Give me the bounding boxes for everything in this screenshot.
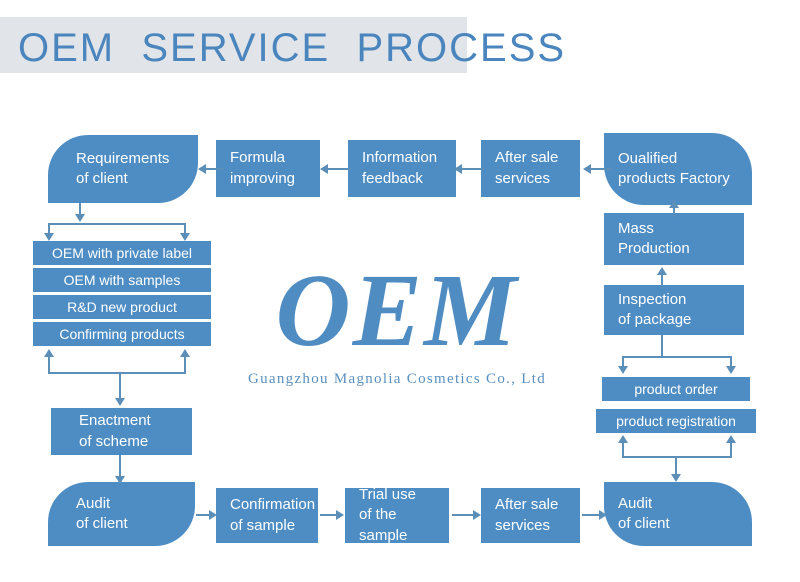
node-requirements-of-client[interactable]: Requirements of client <box>48 135 198 203</box>
connector-left-fork-right-stem <box>184 223 186 235</box>
connector-factory-to-aftersale-arrow <box>583 164 591 174</box>
connector-registration-merge-right-arrow <box>726 435 736 443</box>
node-audit-of-client-right[interactable]: Audit of client <box>604 482 752 546</box>
connector-registration-merge-left-arrow <box>618 435 628 443</box>
connector-aftersale-to-auditright-arrow <box>599 510 607 520</box>
title-background-band <box>0 17 467 73</box>
connector-left-merge-right-arrow <box>180 349 190 357</box>
node-trial-use-of-the-sample[interactable]: Trial use of the sample <box>345 486 449 544</box>
connector-mass-to-factory-stem <box>673 208 675 217</box>
connector-registration-merge-right-stem <box>730 443 732 457</box>
connector-left-merge-left-arrow <box>44 349 54 357</box>
connector-aftersale-to-information-line <box>459 168 484 170</box>
connector-order-fork-left-arrow <box>618 366 628 374</box>
node-audit-of-client-left[interactable]: Audit of client <box>48 482 195 546</box>
connector-mass-to-factory-arrow <box>669 200 679 208</box>
node-after-sale-services-bottom[interactable]: After sale services <box>481 488 580 543</box>
connector-merge-to-auditright-arrow <box>671 474 681 482</box>
connector-left-fork-right-arrow <box>180 233 190 241</box>
connector-left-fork-left-arrow <box>44 233 54 241</box>
connector-requirements-down-arrow <box>75 214 85 222</box>
connector-order-fork-right-arrow <box>726 366 736 374</box>
node-mass-production[interactable]: Mass Production <box>604 213 744 265</box>
company-logo: OEM Guangzhou Magnolia Cosmetics Co., Lt… <box>232 253 562 388</box>
connector-order-fork-bar <box>622 356 732 358</box>
node-enactment-of-scheme[interactable]: Enactment of scheme <box>51 408 192 455</box>
connector-factory-to-aftersale-line <box>588 168 612 170</box>
connector-registration-merge-left-stem <box>622 443 624 457</box>
node-qualified-products-factory[interactable]: Oualified products Factory <box>604 133 752 205</box>
node-rd-new-product[interactable]: R&D new product <box>33 295 211 319</box>
connector-information-to-formula-line <box>325 168 351 170</box>
connector-left-fork-left-stem <box>48 223 50 235</box>
connector-order-up-stem <box>661 335 663 357</box>
connector-merge-to-enactment-stem <box>119 372 121 400</box>
node-confirmation-of-sample[interactable]: Confirmation of sample <box>216 488 318 543</box>
connector-inspection-to-mass-stem <box>661 275 663 287</box>
node-product-order[interactable]: product order <box>602 377 750 401</box>
connector-order-fork-right-stem <box>730 356 732 368</box>
connector-formula-to-requirements-line <box>201 168 224 170</box>
node-after-sale-services-top[interactable]: After sale services <box>481 140 580 197</box>
connector-trial-to-aftersale-arrow <box>473 510 481 520</box>
connector-information-to-formula-arrow <box>320 164 328 174</box>
connector-formula-to-requirements-arrow <box>198 164 206 174</box>
page-title: OEM SERVICE PROCESS <box>18 26 567 70</box>
connector-merge-to-auditright-stem <box>675 456 677 476</box>
node-oem-with-samples[interactable]: OEM with samples <box>33 268 211 292</box>
connector-enactment-to-audit-arrow <box>115 476 125 484</box>
connector-auditleft-to-confirmation-arrow <box>209 510 217 520</box>
connector-trial-to-aftersale-line <box>452 514 474 516</box>
connector-left-merge-right-stem <box>184 357 186 373</box>
connector-left-merge-bar <box>48 372 186 374</box>
connector-order-fork-left-stem <box>622 356 624 368</box>
logo-company-name: Guangzhou Magnolia Cosmetics Co., Ltd <box>247 370 547 387</box>
connector-confirmation-to-trial-arrow <box>336 510 344 520</box>
connector-aftersale-to-information-arrow <box>454 164 462 174</box>
connector-inspection-to-mass-arrow <box>657 267 667 275</box>
connector-merge-to-enactment-arrow <box>115 398 125 406</box>
connector-left-fork-bar <box>48 223 186 225</box>
node-information-feedback[interactable]: Information feedback <box>348 140 456 197</box>
connector-registration-merge-bar <box>622 456 732 458</box>
connector-requirements-down-stem <box>79 203 81 217</box>
node-confirming-products[interactable]: Confirming products <box>33 322 211 346</box>
node-oem-with-private-label[interactable]: OEM with private label <box>33 241 211 265</box>
connector-auditleft-to-confirmation-line <box>196 514 210 516</box>
node-inspection-of-package[interactable]: Inspection of package <box>604 285 744 335</box>
logo-wordmark: OEM <box>275 253 519 368</box>
connector-enactment-to-audit-stem <box>119 455 121 479</box>
node-formula-improving[interactable]: Formula improving <box>216 140 320 197</box>
connector-aftersale-to-auditright-line <box>582 514 600 516</box>
connector-confirmation-to-trial-line <box>320 514 337 516</box>
connector-left-merge-left-stem <box>48 357 50 373</box>
node-product-registration[interactable]: product registration <box>596 409 756 433</box>
